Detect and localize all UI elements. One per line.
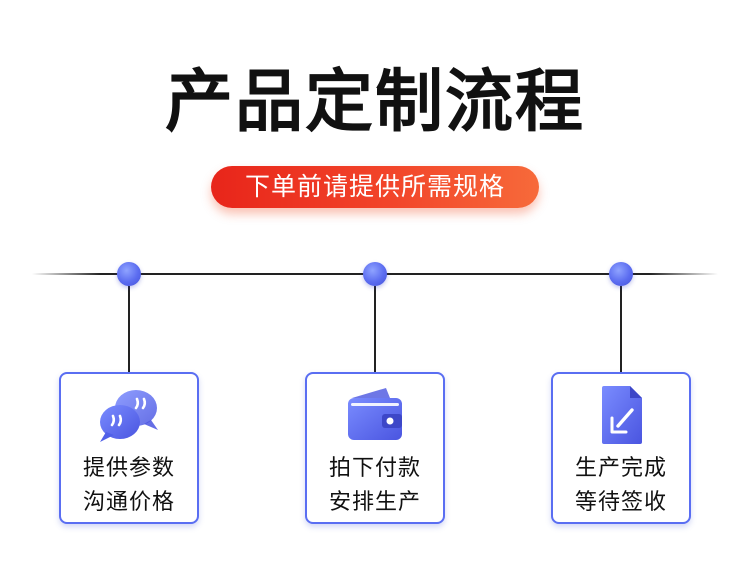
step-card-3: 生产完成 等待签收 [551, 372, 691, 524]
step-label-line1: 拍下付款 [328, 456, 421, 481]
timeline-stem [128, 286, 130, 374]
step-label-line2: 沟通价格 [82, 490, 175, 515]
timeline-stem [374, 286, 376, 374]
timeline-dot [363, 262, 387, 286]
timeline-dot [117, 262, 141, 286]
step-label-line1: 生产完成 [574, 456, 667, 481]
page-title: 产品定制流程 [164, 62, 585, 142]
document-edit-icon [602, 386, 642, 444]
step-card-2: 拍下付款 安排生产 [305, 372, 445, 524]
wallet-icon [348, 388, 402, 440]
timeline-dot [609, 262, 633, 286]
chat-bubbles-icon [100, 390, 158, 442]
step-label-line2: 等待签收 [574, 490, 667, 515]
timeline-stem [620, 286, 622, 374]
subtitle-pill: 下单前请提供所需规格 [211, 166, 539, 208]
step-label-line2: 安排生产 [328, 490, 421, 515]
step-label-line1: 提供参数 [82, 456, 175, 481]
step-card-1: 提供参数 沟通价格 [59, 372, 199, 524]
